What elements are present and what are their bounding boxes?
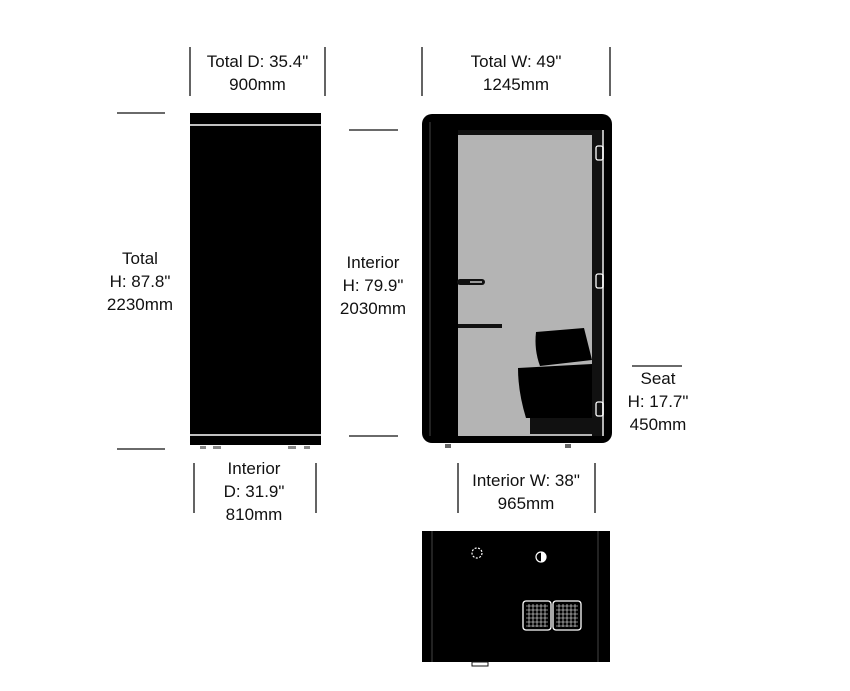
- interior-height-label: Interior H: 79.9" 2030mm: [323, 251, 423, 320]
- total-width-inches: Total W: 49": [470, 52, 562, 71]
- front-view: [349, 47, 682, 513]
- frame-brackets: [595, 145, 604, 417]
- total-width-label: Total W: 49" 1245mm: [436, 50, 596, 96]
- total-height-label: Total H: 87.8" 2230mm: [90, 247, 190, 316]
- top-view-vent-grille-right: [552, 600, 582, 631]
- front-view-feet: [445, 444, 571, 448]
- seat-height-label: Seat H: 17.7" 450mm: [618, 367, 698, 436]
- top-view-pod-body: [422, 531, 610, 662]
- total-height-title: Total: [122, 249, 158, 268]
- sofa-base: [530, 418, 592, 434]
- side-view-pod-body: [190, 113, 321, 445]
- interior-height-title: Interior: [346, 253, 400, 272]
- front-view-right-panel: [592, 130, 602, 436]
- interior-depth-title: Interior: [227, 459, 281, 478]
- top-view-light-icon: [471, 547, 483, 559]
- top-view-door-tab: [471, 661, 489, 667]
- total-height-mm: 2230mm: [106, 295, 174, 314]
- total-depth-inches: Total D: 35.4": [206, 52, 309, 71]
- interior-depth-label: Interior D: 31.9" 810mm: [204, 457, 304, 526]
- seat-height-inches: H: 17.7": [627, 392, 689, 411]
- total-depth-label: Total D: 35.4" 900mm: [190, 50, 325, 96]
- interior-width-mm: 965mm: [497, 494, 555, 513]
- sofa-backrest: [535, 328, 592, 366]
- door-handle-highlight: [470, 281, 482, 283]
- interior-height-mm: 2030mm: [339, 299, 407, 318]
- seat-height-mm: 450mm: [629, 415, 687, 434]
- total-height-inches: H: 87.8": [109, 272, 171, 291]
- total-width-mm: 1245mm: [482, 75, 550, 94]
- front-view-ceiling-bar: [458, 130, 592, 135]
- top-view: [422, 531, 610, 667]
- side-view: [117, 47, 326, 513]
- side-view-feet: [200, 446, 310, 449]
- top-view-sensor-icon: [535, 551, 547, 563]
- seat-height-title: Seat: [640, 369, 676, 388]
- sofa-seat: [518, 364, 592, 418]
- interior-height-inches: H: 79.9": [342, 276, 404, 295]
- total-depth-mm: 900mm: [229, 75, 286, 94]
- interior-width-inches: Interior W: 38": [472, 471, 580, 490]
- interior-depth-mm: 810mm: [225, 505, 283, 524]
- table-shelf: [458, 324, 502, 328]
- top-view-vent-grille-left: [522, 600, 552, 631]
- interior-width-label: Interior W: 38" 965mm: [456, 469, 596, 515]
- interior-depth-inches: D: 31.9": [223, 482, 285, 501]
